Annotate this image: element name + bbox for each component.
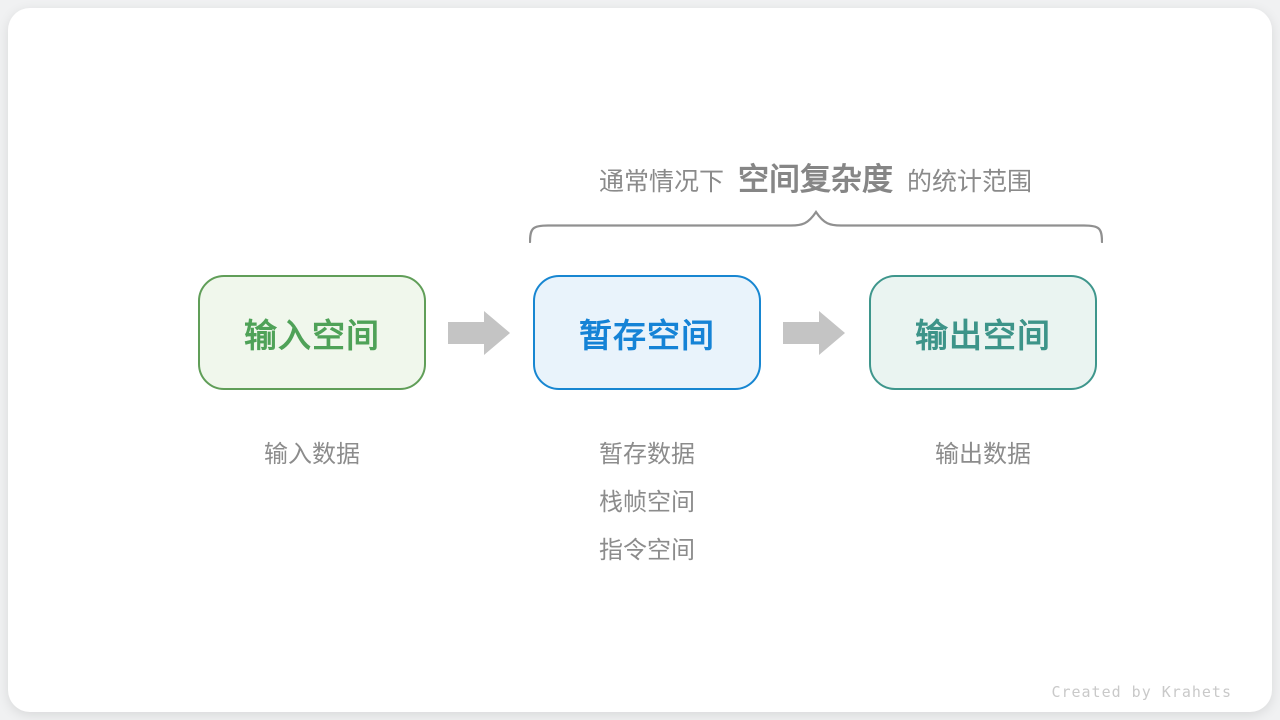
note-line: 暂存数据 — [599, 441, 695, 468]
temp-space-label: 暂存空间 — [579, 316, 715, 354]
note-line: 栈帧空间 — [599, 489, 695, 516]
scope-title-prefix: 通常情况下 — [598, 168, 724, 196]
input-space-box: 输入空间 — [198, 275, 426, 390]
diagram-card: 通常情况下 空间复杂度 的统计范围 输入空间 暂存空间 输出空间 输入数据 暂存… — [8, 8, 1272, 712]
input-space-label: 输入空间 — [244, 316, 380, 354]
arrow-right-icon — [448, 311, 510, 355]
note-line: 指令空间 — [599, 537, 695, 564]
temp-space-box: 暂存空间 — [533, 275, 761, 390]
output-space-notes: 输出数据 — [869, 431, 1097, 479]
scope-brace — [528, 210, 1104, 244]
note-line: 输入数据 — [264, 441, 360, 468]
scope-title-suffix: 的统计范围 — [907, 168, 1033, 196]
output-space-box: 输出空间 — [869, 275, 1097, 390]
scope-title: 通常情况下 空间复杂度 的统计范围 — [528, 154, 1103, 197]
curly-brace-icon — [528, 210, 1104, 244]
output-space-label: 输出空间 — [915, 316, 1051, 354]
temp-space-notes: 暂存数据 栈帧空间 指令空间 — [533, 431, 761, 575]
credit-text: Created by Krahets — [1051, 683, 1232, 701]
input-space-notes: 输入数据 — [198, 431, 426, 479]
arrow-right-icon — [783, 311, 845, 355]
scope-title-highlight: 空间复杂度 — [738, 162, 893, 197]
note-line: 输出数据 — [935, 441, 1031, 468]
